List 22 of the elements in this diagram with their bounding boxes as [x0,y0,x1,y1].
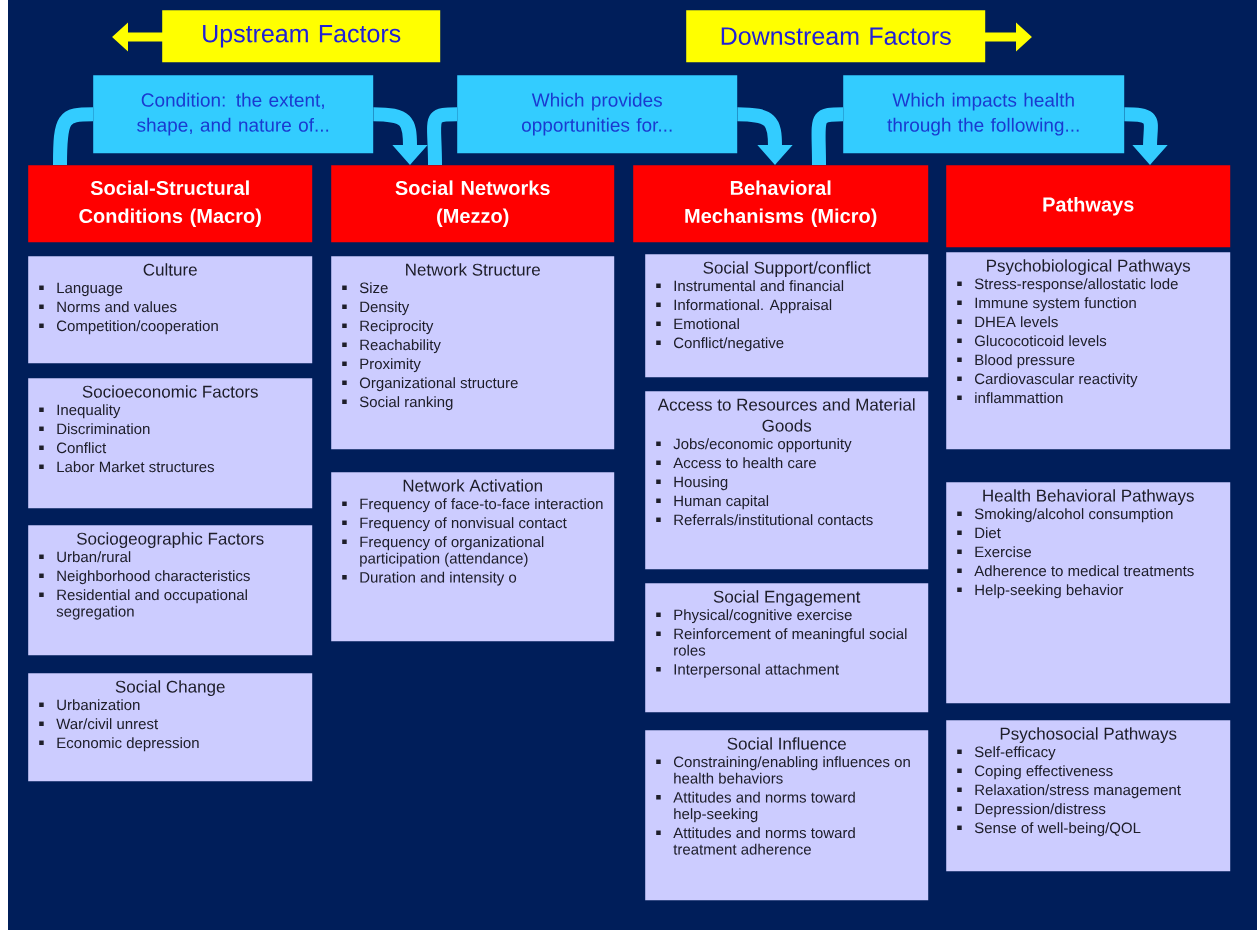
factor-box: Social Engagement Physical/cognitive exercise Reinforcement of meaningful social roles Interpersonal attachment [645,583,929,713]
factor-box: Network Activation Frequency of face-to-face interaction Frequency of nonvisual contact Frequency of organizational participation (attendance) Duration and intensity o [331,472,615,642]
callout-box: Which provides opportunities for... [457,75,738,154]
callout-box: Which impacts health through the following... [843,75,1125,154]
factor-box: Access to Resources and Material Goods Jobs/economic opportunity Access to health care Housing Human capital Referrals/institutional contacts [645,391,929,570]
factor-box: Culture Language Norms and values Competition/cooperation [28,256,313,364]
factor-box: Health Behavioral Pathways Smoking/alcohol consumption Diet Exercise Adherence to medical treatments Help-seeking behavior [946,482,1231,704]
column-header: Behavioral Mechanisms (Micro) [633,165,929,243]
factor-box: Psychosocial Pathways Self-efficacy Coping effectiveness Relaxation/stress management Depression/distress Sense of well-being/QOL [946,720,1231,872]
column-header: Social Networks (Mezzo) [331,165,615,243]
column-header: Pathways [946,165,1231,248]
factor-banner: Upstream Factors [162,10,441,63]
column-header: Social-Structural Conditions (Macro) [28,165,313,243]
factor-box: Social Influence Constraining/enabling influences on health behaviors Attitudes and norms toward help-seeking Attitudes and norms toward treatment adherence [645,730,929,901]
factor-box: Socioeconomic Factors Inequality Discrimination Conflict Labor Market structures [28,378,313,509]
callout-box: Condition: the extent, shape, and nature of... [93,75,374,154]
factor-box: Psychobiological Pathways Stress-response/allostatic lode Immune system function DHEA levels Glucocoticoid levels Blood pressure Cardiovascular reactivity inflammattion [946,252,1231,450]
factor-box: Network Structure Size Density Reciprocity Reachability Proximity Organizational structure Social ranking [331,256,615,450]
factor-box: Sociogeographic Factors Urban/rural Neighborhood characteristics Residential and occupational segregation [28,525,313,656]
factor-box: Social Change Urbanization War/civil unrest Economic depression [28,673,313,782]
factor-box: Social Support/conflict Instrumental and financial Informational. Appraisal Emotional Conflict/negative [645,254,929,378]
factor-banner: Downstream Factors [686,10,986,63]
